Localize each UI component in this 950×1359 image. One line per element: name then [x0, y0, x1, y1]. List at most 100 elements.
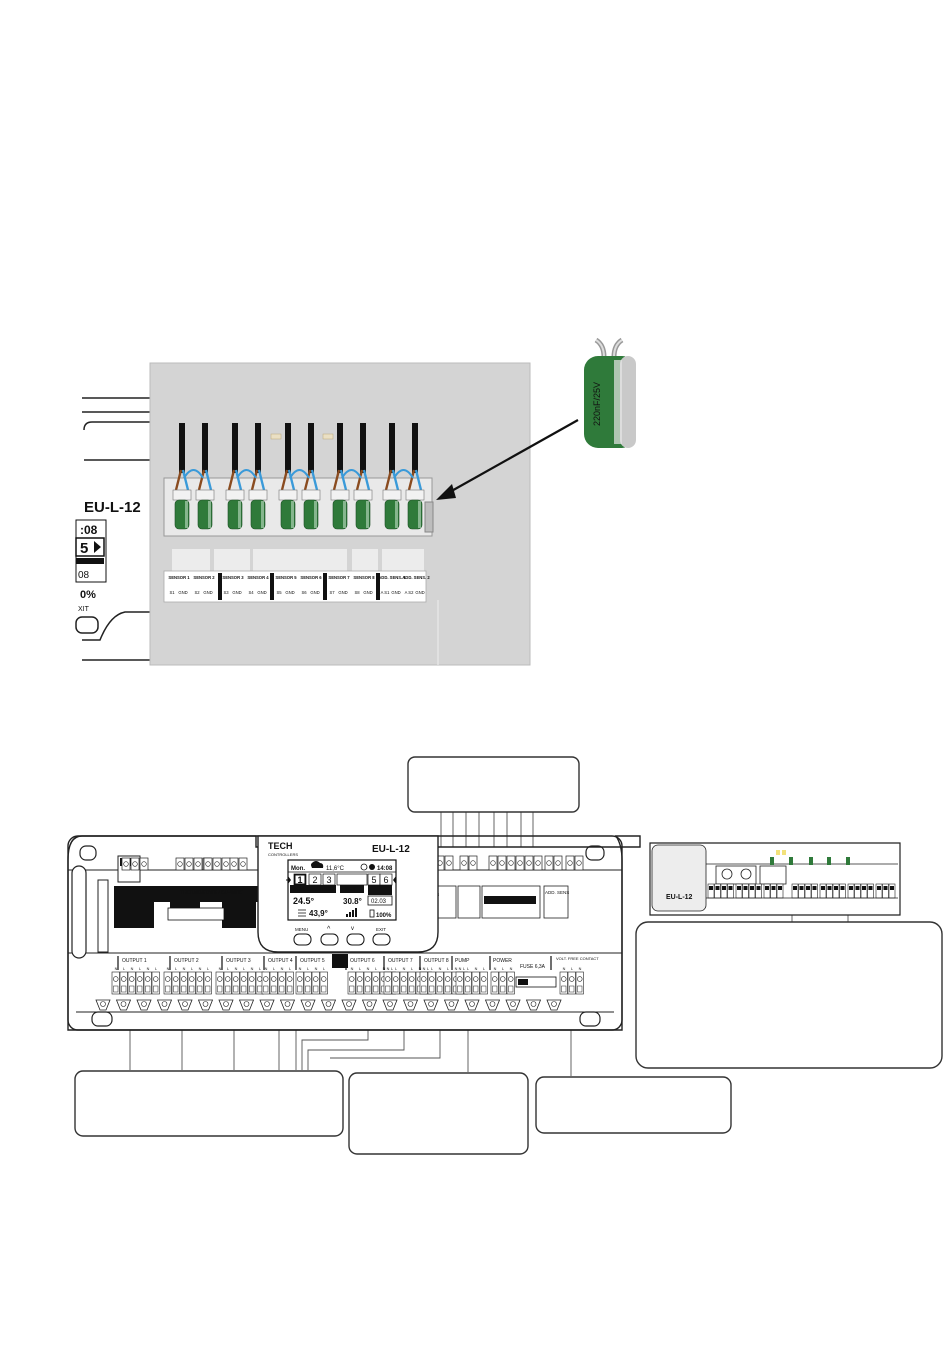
center-block [332, 954, 348, 968]
cable-clamp [525, 999, 542, 1011]
mini-terminal-screw [812, 886, 817, 890]
pair-divider [323, 573, 327, 600]
output-label: OUTPUT 4 [268, 958, 293, 964]
terminal [444, 855, 454, 871]
terminal [488, 855, 498, 871]
terminal-screw [437, 976, 443, 982]
cable-clamp [423, 999, 439, 1011]
terminal [184, 857, 194, 871]
terminal [143, 971, 152, 995]
terminal [121, 857, 131, 871]
terminal-screw [535, 860, 541, 866]
pump-label: PUMP [455, 958, 470, 964]
wire-blue [391, 469, 400, 491]
device-outline-partial [75, 397, 150, 661]
cable-clamp-screw [469, 1001, 475, 1007]
up-button[interactable] [320, 933, 339, 946]
cable-clamp [320, 999, 337, 1011]
terminal-slot [365, 985, 371, 993]
terminal [506, 855, 516, 871]
exit-button[interactable] [372, 933, 391, 946]
sensor-pin-label: S8 [354, 590, 360, 595]
sensor-pin-label: GND [391, 590, 400, 595]
terminal-screw [382, 489, 402, 501]
cable-clamp-screw [243, 1001, 250, 1007]
sensor-block-title: SENSOR 3 [222, 575, 244, 580]
sensor-block-title: SENSOR 4 [247, 575, 269, 580]
terminal [195, 971, 204, 995]
fuse-label: FUSE 6,3A [520, 964, 546, 970]
pin-label: N [131, 967, 134, 971]
terminal-slot [401, 985, 407, 993]
mini-terminal-screw [756, 886, 761, 890]
cable-black [255, 423, 261, 473]
wire-blue [362, 469, 371, 491]
pin-label: N [563, 967, 566, 971]
terminal-screw [141, 861, 147, 867]
terminal-slot [279, 985, 285, 993]
terminal-screw [271, 976, 277, 982]
terminal [553, 855, 563, 871]
terminal [135, 971, 144, 995]
down-button[interactable] [346, 933, 365, 946]
pin-label: N [115, 967, 118, 971]
pair-divider [376, 573, 380, 600]
cable-clamp [300, 999, 316, 1011]
exit-button-label: EXIT [376, 927, 386, 932]
terminal-screw [492, 976, 498, 982]
cable-clamp [341, 999, 357, 1011]
terminal [231, 971, 240, 995]
display-percent-fragment: 0% [80, 589, 96, 601]
sensor-pin-label: S5 [276, 590, 282, 595]
sensor-pin-label: GND [285, 590, 294, 595]
cable-clamp-screw [305, 1001, 311, 1007]
terminal [497, 855, 507, 871]
clock-icon [369, 864, 375, 870]
mini-terminal-screw [715, 886, 720, 890]
sensor-block-title: SENSOR 8 [353, 575, 375, 580]
wire-blue [287, 469, 296, 491]
wire-blue-loop [289, 469, 310, 479]
cable-clamp [259, 999, 275, 1011]
pin-label: L [307, 967, 309, 971]
terminal [506, 971, 515, 995]
cable-clamp [115, 999, 132, 1011]
pin-label: N [183, 967, 186, 971]
terminal-screw [499, 860, 505, 866]
terminal-slot [197, 985, 203, 993]
brand-logo: TECH [268, 841, 293, 851]
terminal [119, 971, 128, 995]
set-label-bg [340, 885, 364, 893]
top-block-addsens: ADD. SENS [545, 890, 569, 895]
terminal-slot [508, 985, 514, 993]
output-label: OUTPUT 7 [388, 958, 413, 964]
pin-label: N [199, 967, 202, 971]
top-right-panel: RS ADD. SENS [429, 885, 569, 919]
terminal-slot [263, 985, 269, 993]
cable-clamp-screw [510, 1001, 516, 1007]
mini-capacitor [770, 857, 774, 865]
mini-terminal-screw [868, 886, 873, 890]
mini-model-label: EU-L-12 [666, 894, 693, 901]
terminal-screw [401, 976, 407, 982]
terminal [490, 971, 499, 995]
output-label: OUTPUT 1 [122, 958, 147, 964]
terminal-screw [321, 976, 327, 982]
terminal-slot [121, 985, 127, 993]
terminal [574, 855, 584, 871]
cable-clamp-screw [100, 1001, 106, 1007]
wire-blue-loop [183, 469, 204, 479]
terminal-slot [421, 985, 427, 993]
pin-label: N [167, 967, 170, 971]
mini-terminal-screw [862, 886, 866, 890]
sensor-pin-label: S6 [301, 590, 307, 595]
terminal-screw [429, 976, 435, 982]
terminal [498, 971, 507, 995]
mini-terminal-screw [827, 886, 832, 890]
pin-label: N [147, 967, 150, 971]
terminal-screw [569, 976, 575, 982]
menu-button[interactable] [293, 933, 312, 946]
mini-terminal-screw [806, 886, 810, 890]
pin-label: N [367, 967, 370, 971]
